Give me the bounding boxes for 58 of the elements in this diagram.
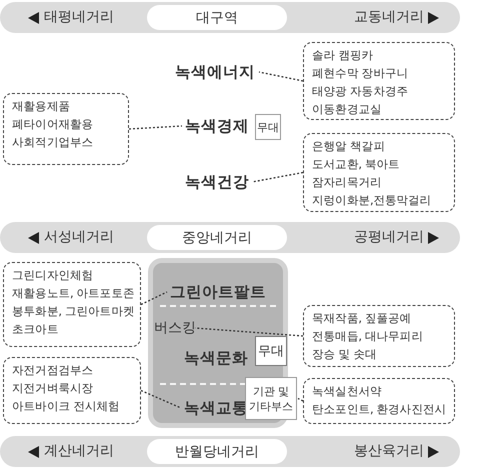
stage-tag: 기관 및 기타부스 [245, 377, 297, 420]
zone-title: 그린아트팔트 [168, 280, 268, 304]
callout-box [303, 133, 455, 212]
list-item: 폐현수막 장바구니 [312, 65, 410, 82]
list-item: 초크아트 [12, 321, 60, 338]
callout-box [303, 378, 455, 424]
list-item: 도서교환, 북아트 [312, 156, 401, 173]
street-name: 계산네거리 [44, 442, 114, 461]
list-item: 자전거점검부스 [12, 362, 94, 379]
leader-line [140, 291, 168, 306]
leader-line [128, 125, 182, 130]
list-item: 아트바이크 전시체험 [12, 398, 121, 415]
street-name: 태평네거리 [44, 8, 114, 27]
leader-line [252, 172, 304, 183]
callout-box [303, 42, 455, 120]
street-name: 서성네거리 [44, 228, 114, 247]
list-item: 잠자리목거리 [312, 174, 383, 191]
list-item: 폐타이어재활용 [12, 116, 94, 133]
street-name: 공평네거리 [354, 228, 424, 247]
station-pill: 중앙네거리 [147, 225, 287, 250]
callout-box [3, 357, 141, 424]
list-item: 사회적기업부스 [12, 134, 94, 151]
list-item: 은행알 책갈피 [312, 138, 386, 155]
leader-line [298, 398, 304, 402]
leader-line [140, 390, 182, 409]
street-band [0, 222, 460, 253]
list-item: 탄소포인트, 환경사진전시 [312, 401, 448, 418]
list-item: 이동환경교실 [312, 101, 383, 118]
list-item: 그린디자인체험 [12, 267, 94, 284]
list-item: 봉투화분, 그린아트마켓 [12, 303, 136, 320]
street-name: 교동네거리 [354, 8, 424, 27]
list-item: 장승 및 솟대 [312, 346, 378, 363]
list-item: 재활용제품 [12, 98, 72, 115]
station-pill: 반월당네거리 [147, 439, 287, 464]
list-item: 태양광 자동차경주 [312, 83, 410, 100]
zone-title: 녹색에너지 [172, 60, 258, 84]
list-item: 지렁이화분,전통막걸리 [312, 192, 432, 209]
list-item: 녹색실천서약 [312, 383, 383, 400]
street-band [0, 2, 460, 33]
stage-tag: 무대 [255, 336, 287, 366]
leader-line [258, 71, 304, 82]
zone-title: 녹색건강 [183, 170, 251, 194]
list-item: 재활용노트, 아트포토존 [12, 285, 136, 302]
station-pill: 대구역 [147, 5, 287, 30]
list-item: 솔라 캠핑카 [312, 47, 374, 64]
street-band [0, 436, 460, 467]
list-item: 목재작품, 짚풀공예 [312, 310, 412, 327]
callout-box [3, 262, 141, 347]
street-name: 봉산육거리 [354, 442, 424, 461]
callout-box [303, 305, 455, 367]
leader-line [194, 327, 304, 337]
zone-title: 녹색경제 [183, 114, 251, 138]
stage-tag: 무대 [255, 114, 281, 140]
callout-box [3, 93, 129, 165]
list-item: 전통매듭, 대나무피리 [312, 328, 424, 345]
list-item: 지전거벼룩시장 [12, 380, 94, 397]
zone-title: 녹색문화 [182, 346, 250, 370]
zone-label: 버스킹 [156, 317, 194, 339]
